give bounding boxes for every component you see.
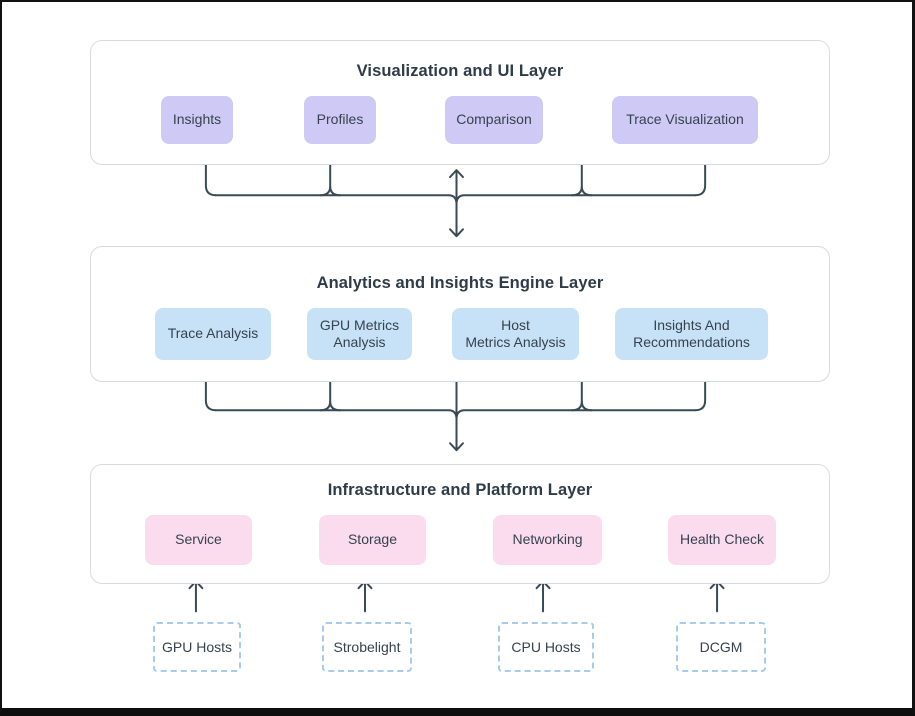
- node-health-check: Health Check: [668, 515, 776, 565]
- node-insights-recommendations: Insights And Recommendations: [615, 308, 768, 360]
- node-trace-visualization: Trace Visualization: [612, 96, 758, 144]
- layer-title-visualization-ui: Visualization and UI Layer: [356, 62, 564, 80]
- node-host-metrics-analysis: Host Metrics Analysis: [452, 308, 579, 360]
- source-dcgm: DCGM: [676, 622, 766, 672]
- arrowhead-up-icon: [449, 169, 464, 179]
- node-networking: Networking: [493, 515, 602, 565]
- layer-title-infrastructure-platform: Infrastructure and Platform Layer: [327, 481, 593, 499]
- source-cpu-hosts: CPU Hosts: [498, 622, 594, 672]
- node-service: Service: [145, 515, 252, 565]
- node-insights: Insights: [161, 96, 233, 144]
- source-up-arrows: [188, 580, 725, 613]
- merge-connector-analytics-to-infra: [204, 376, 707, 452]
- source-strobelight: Strobelight: [322, 622, 412, 672]
- layer-title-analytics-insights: Analytics and Insights Engine Layer: [316, 274, 604, 292]
- node-storage: Storage: [319, 515, 426, 565]
- node-trace-analysis: Trace Analysis: [155, 308, 271, 360]
- source-gpu-hosts: GPU Hosts: [153, 622, 241, 672]
- arrowhead-down-icon: [449, 228, 464, 238]
- merge-connector-ui-to-analytics: [204, 161, 707, 238]
- node-comparison: Comparison: [445, 96, 543, 144]
- node-profiles: Profiles: [304, 96, 376, 144]
- node-gpu-metrics-analysis: GPU Metrics Analysis: [307, 308, 412, 360]
- arrowhead-down-icon: [449, 442, 464, 452]
